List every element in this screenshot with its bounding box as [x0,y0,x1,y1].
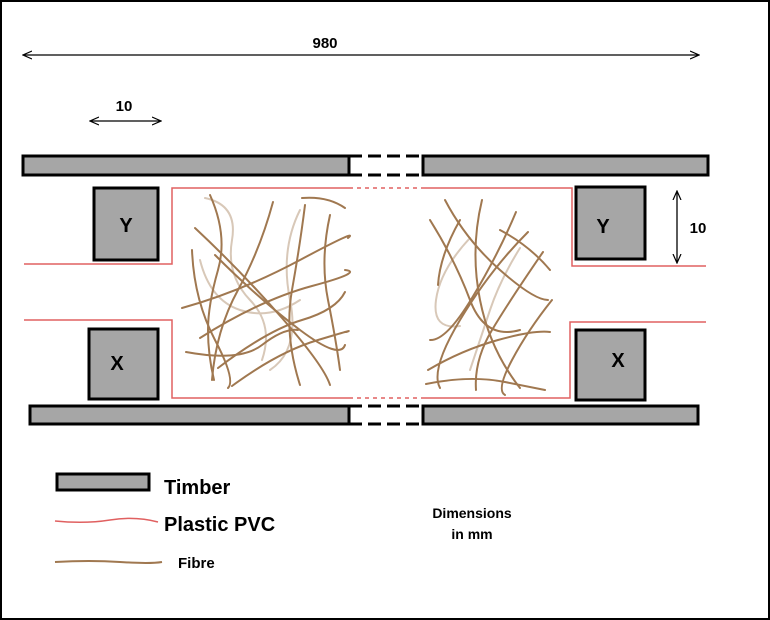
legend-pvc-swatch [54,517,159,524]
block-x-right: X [574,328,647,402]
block-y-left: Y [92,186,160,262]
top-timber-beam [21,154,710,177]
units-note-line2: in mm [451,526,492,542]
block-y-right: Y [574,185,647,261]
bottom-timber-beam [28,404,700,426]
legend-fibre-label: Fibre [178,555,215,572]
block-x-left: X [87,327,160,401]
legend-timber-swatch [55,472,151,492]
units-note-line1: Dimensions [432,505,512,521]
block-x-left-label: X [110,353,124,375]
block-x-right-label: X [611,350,625,372]
block-width-label: 10 [116,98,133,115]
fibres-right [425,199,553,396]
legend-fibre-swatch [54,560,163,564]
block-y-right-label: Y [596,216,610,238]
block-y-left-label: Y [119,215,133,237]
fibres-left [181,194,352,389]
pvc-specimen-outline [24,187,706,399]
block-height-label: 10 [690,220,707,237]
legend-pvc-label: Plastic PVC [164,514,275,536]
legend: Timber Plastic PVC Fibre [54,472,275,572]
length-dimension-label: 980 [312,35,337,52]
legend-timber-label: Timber [164,477,231,499]
